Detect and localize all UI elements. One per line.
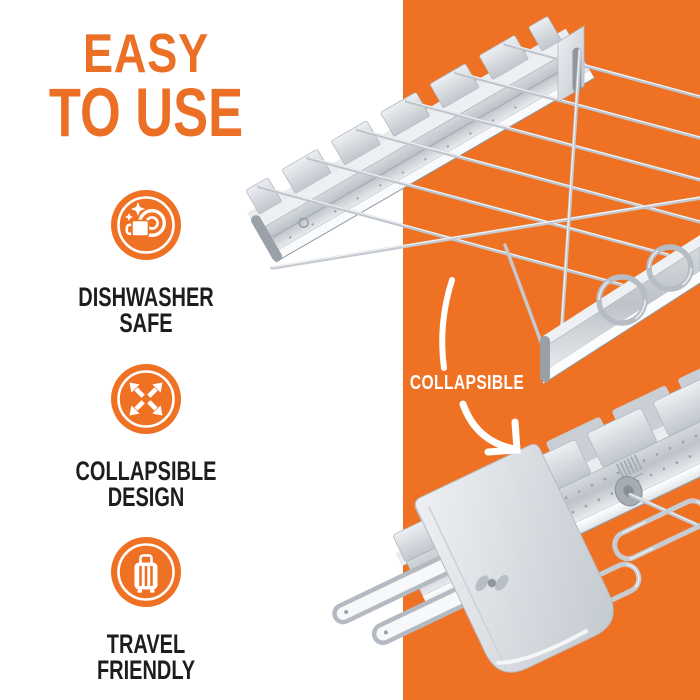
feature-label: COLLAPSIBLE DESIGN: [75, 456, 217, 512]
wing-nut: [475, 574, 509, 592]
headline-line-1: EASY: [82, 22, 210, 84]
skewer-rings: [596, 244, 694, 326]
feature-dishwasher-safe: DISHWASHER SAFE: [36, 190, 256, 338]
expand-arrow-ne: [147, 382, 163, 398]
expand-arrows-icon: [111, 364, 181, 434]
expand-arrow-nw: [129, 382, 145, 398]
feature-travel-friendly: TRAVEL FRIENDLY: [36, 537, 256, 685]
headline-line-2: TO USE: [48, 74, 244, 151]
mug-icon: [131, 219, 150, 237]
curved-arrow-down-right: [459, 400, 521, 456]
headline: EASY TO USE: [18, 22, 274, 151]
leg-wire: [628, 492, 700, 542]
dishwasher-safe-icon: [111, 190, 181, 260]
front-plate: [414, 443, 614, 673]
feature-label: TRAVEL FRIENDLY: [96, 629, 196, 685]
sparkle-icon: [131, 202, 145, 216]
curved-line-top: [439, 277, 455, 371]
feature-collapsible-design: COLLAPSIBLE DESIGN: [36, 364, 256, 512]
front-ring-rail: [540, 235, 700, 385]
expand-arrow-sw: [129, 400, 145, 416]
wire-legs: [270, 48, 700, 352]
embossed-logo: [615, 454, 644, 482]
suitcase-icon: [111, 537, 181, 607]
sparkle-icon: [125, 213, 133, 221]
expand-arrow-se: [147, 400, 163, 416]
collapsible-annotation-label: COLLAPSIBLE: [409, 372, 525, 394]
feature-label: DISHWASHER SAFE: [78, 282, 214, 338]
